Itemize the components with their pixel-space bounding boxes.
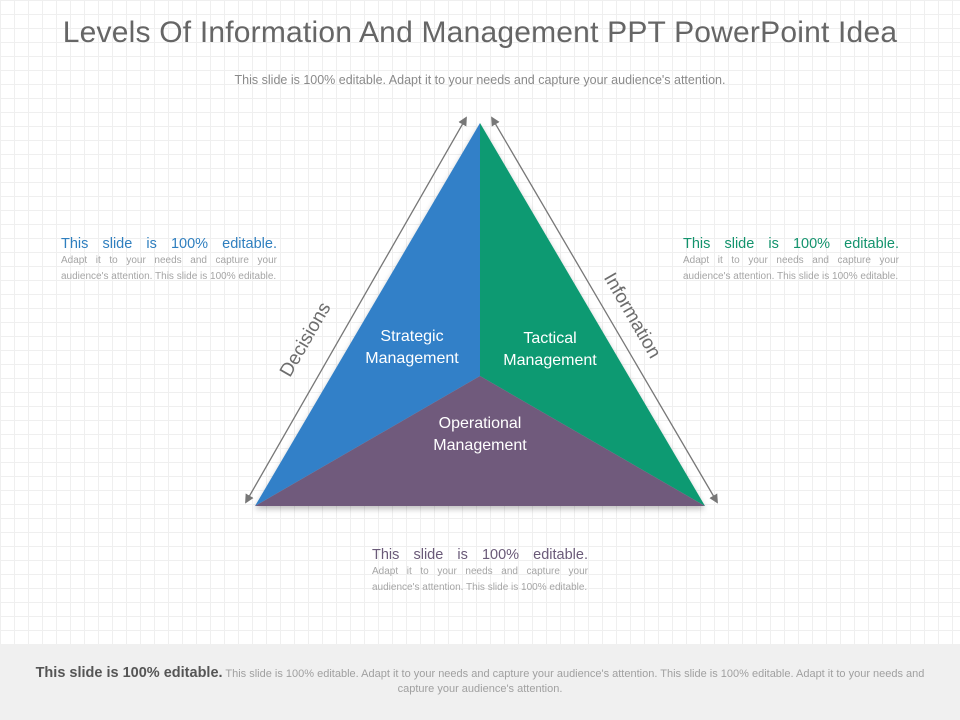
slide-title: Levels Of Information And Management PPT… <box>62 16 898 49</box>
tactical-label-line1: Tactical <box>523 330 577 347</box>
operational-label-line1: Operational <box>438 415 522 432</box>
information-arrow <box>491 116 718 504</box>
right-note: This slide is 100% editable. Adapt it to… <box>683 236 899 285</box>
footer-body-text: This slide is 100% editable. Adapt it to… <box>222 668 925 695</box>
footer-text: This slide is 100% editable. This slide … <box>20 666 940 697</box>
right-note-body: Adapt it to your needs and capture your … <box>683 255 899 282</box>
tactical-management-label: Tactical Management <box>470 328 630 372</box>
left-note-heading: This slide is 100% editable. <box>61 236 277 252</box>
strategic-label-line2: Management <box>365 350 459 367</box>
operational-segment <box>255 376 705 506</box>
left-note: This slide is 100% editable. Adapt it to… <box>61 236 277 285</box>
left-note-body: Adapt it to your needs and capture your … <box>61 255 277 282</box>
operational-label-line2: Management <box>433 437 527 454</box>
strategic-management-label: Strategic Management <box>332 326 492 370</box>
decisions-arrow <box>245 116 467 504</box>
bottom-note-heading: This slide is 100% editable. <box>372 547 588 563</box>
footer-band: This slide is 100% editable. This slide … <box>0 644 960 720</box>
bottom-note: This slide is 100% editable. Adapt it to… <box>372 547 588 596</box>
operational-management-label: Operational Management <box>400 413 560 457</box>
strategic-label-line1: Strategic <box>380 328 444 345</box>
slide-subtitle: This slide is 100% editable. Adapt it to… <box>234 73 726 87</box>
bottom-note-body: Adapt it to your needs and capture your … <box>372 566 588 593</box>
tactical-segment <box>480 123 705 506</box>
tactical-label-line2: Management <box>503 352 597 369</box>
strategic-segment <box>255 123 480 506</box>
footer-bold-text: This slide is 100% editable. <box>35 665 223 681</box>
right-note-heading: This slide is 100% editable. <box>683 236 899 252</box>
